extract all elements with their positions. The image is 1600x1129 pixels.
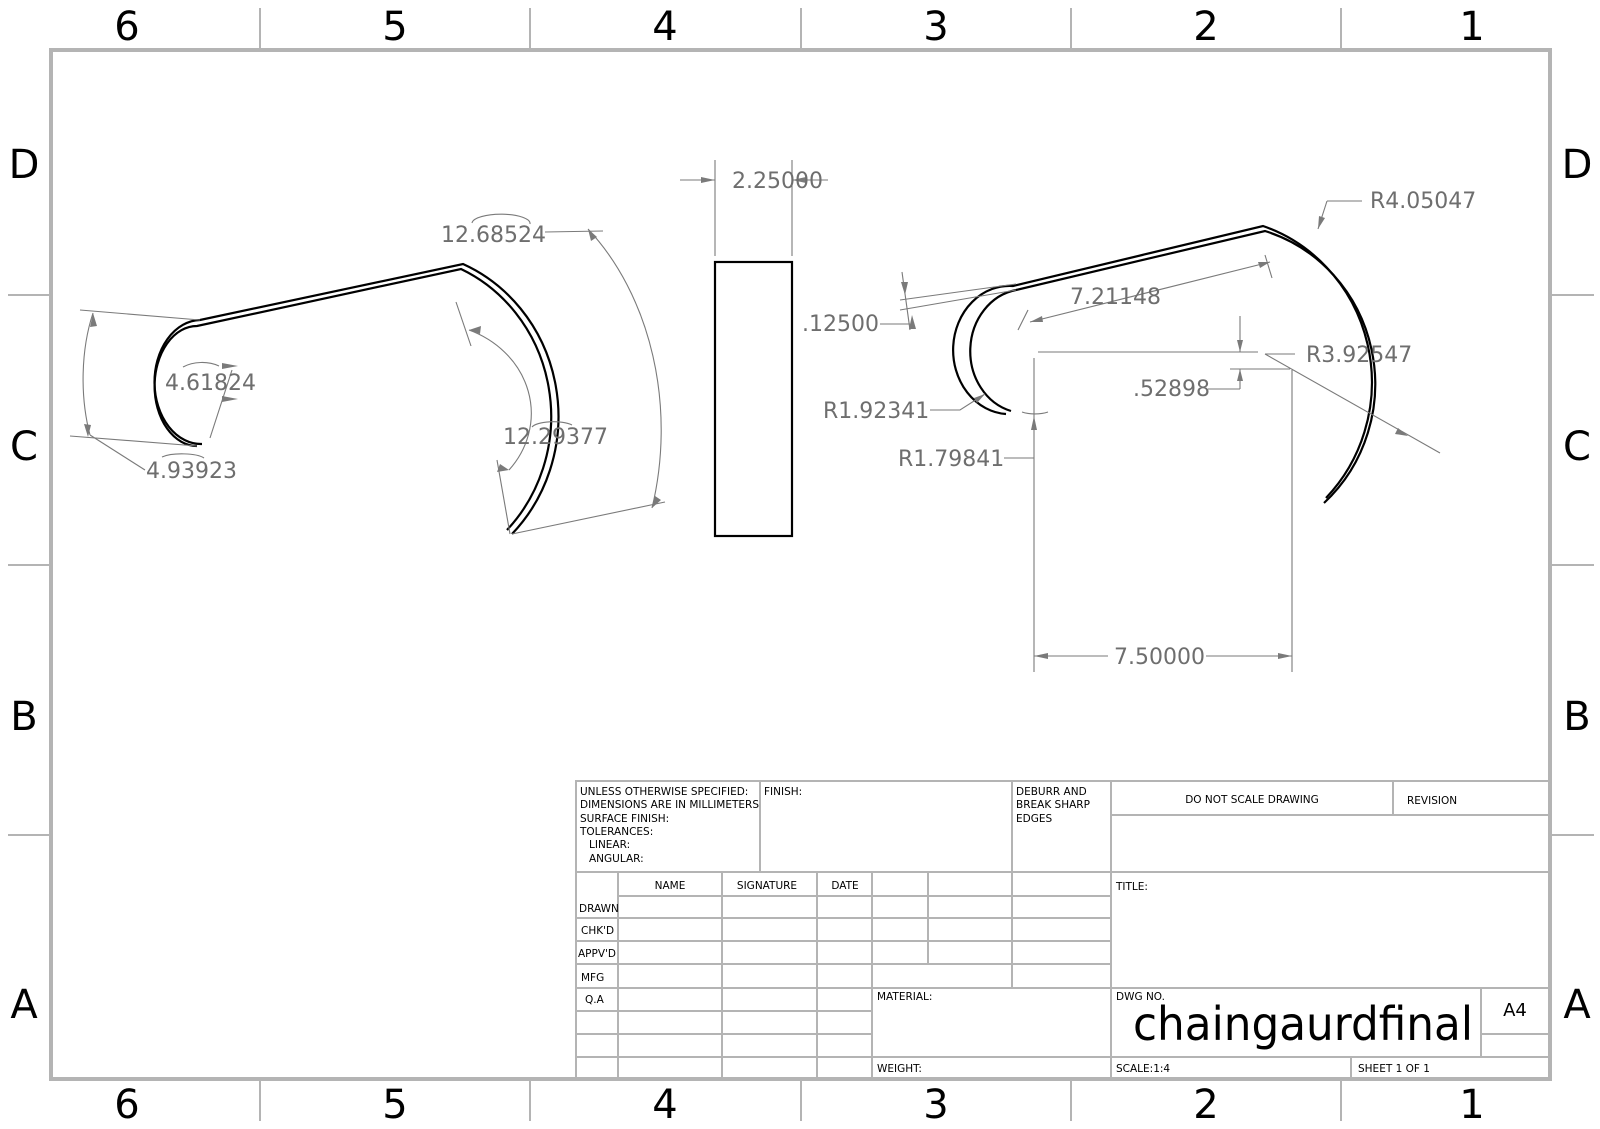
middle-view-profile bbox=[713, 260, 794, 538]
zone-col-2: 2 bbox=[1193, 4, 1218, 50]
sheet-label: SHEET 1 OF 1 bbox=[1358, 1063, 1430, 1075]
zone-row-d: D bbox=[1562, 142, 1593, 188]
finish-label: FINISH: bbox=[764, 786, 802, 798]
col-date: DATE bbox=[831, 880, 858, 892]
spec-line-1: UNLESS OTHERWISE SPECIFIED: bbox=[580, 786, 748, 798]
zone-row-d: D bbox=[9, 142, 40, 188]
right-view-profile bbox=[969, 229, 1377, 504]
dim-arc-length-inner: 12.29377 bbox=[503, 425, 608, 450]
row-mfg: MFG bbox=[581, 972, 604, 984]
drawing-border bbox=[49, 48, 1552, 1081]
zone-col-1: 1 bbox=[1459, 4, 1484, 50]
zone-row-b: B bbox=[1563, 694, 1590, 740]
dim-small-arc: 4.61824 bbox=[165, 371, 256, 396]
middle-view: 2.25000 bbox=[680, 160, 828, 538]
zone-row-c: C bbox=[10, 424, 38, 470]
zone-col-4: 4 bbox=[652, 1082, 677, 1128]
deburr-line-1: DEBURR AND bbox=[1016, 786, 1087, 798]
row-drawn: DRAWN bbox=[579, 903, 619, 915]
dim-radius-large: R3.92547 bbox=[1306, 343, 1412, 368]
weight-label: WEIGHT: bbox=[877, 1063, 922, 1075]
zone-col-3: 3 bbox=[923, 4, 948, 50]
zone-col-4: 4 bbox=[652, 4, 677, 50]
dim-offset: .52898 bbox=[1133, 377, 1210, 402]
dwg-no-label: DWG NO. bbox=[1116, 991, 1165, 1003]
right-view: R4.05047 .12500 7.21148 R3.92547 .52898 bbox=[802, 189, 1476, 672]
sheet-size: A4 bbox=[1503, 1000, 1527, 1021]
row-checked: CHK'D bbox=[581, 925, 614, 937]
zone-ticks bbox=[8, 8, 1594, 1121]
spec-line-2: DIMENSIONS ARE IN MILLIMETERS bbox=[580, 799, 759, 811]
zone-row-c: C bbox=[1563, 424, 1591, 470]
dim-straight-length: 7.21148 bbox=[1070, 285, 1161, 310]
dim-thickness: .12500 bbox=[802, 312, 879, 337]
col-signature: SIGNATURE bbox=[737, 880, 797, 892]
zone-row-b: B bbox=[10, 694, 37, 740]
do-not-scale-label: DO NOT SCALE DRAWING bbox=[1185, 794, 1319, 806]
spec-line-6: ANGULAR: bbox=[589, 853, 644, 865]
zone-row-labels-left: D C B A bbox=[9, 142, 40, 1028]
zone-col-2: 2 bbox=[1193, 1082, 1218, 1128]
row-approved: APPV'D bbox=[578, 948, 616, 960]
zone-col-3: 3 bbox=[923, 1082, 948, 1128]
dim-width: 2.25000 bbox=[732, 169, 823, 194]
left-view-profile bbox=[153, 262, 560, 535]
row-qa: Q.A bbox=[585, 994, 605, 1006]
zone-col-6: 6 bbox=[114, 4, 139, 50]
zone-column-labels-top: 6 5 4 3 2 1 bbox=[114, 4, 1484, 50]
zone-col-5: 5 bbox=[382, 1082, 407, 1128]
dim-small-arc-outer: 4.93923 bbox=[146, 459, 237, 484]
spec-line-3: SURFACE FINISH: bbox=[580, 813, 669, 825]
zone-row-a: A bbox=[1563, 982, 1591, 1028]
dwg-no-value: chaingaurdfinal bbox=[1133, 997, 1473, 1051]
dim-arc-length-top: 12.68524 bbox=[441, 223, 546, 248]
material-label: MATERIAL: bbox=[877, 991, 932, 1003]
zone-row-labels-right: D C B A bbox=[1562, 142, 1593, 1028]
title-label: TITLE: bbox=[1115, 881, 1148, 893]
dim-center-distance: 7.50000 bbox=[1114, 645, 1205, 670]
left-view: 12.68524 12.29377 4.61824 4.93923 bbox=[69, 213, 666, 535]
spec-line-5: LINEAR: bbox=[589, 839, 630, 851]
dim-radius-small-outer: R1.92341 bbox=[823, 399, 929, 424]
deburr-line-2: BREAK SHARP bbox=[1016, 799, 1090, 811]
title-block: UNLESS OTHERWISE SPECIFIED: DIMENSIONS A… bbox=[575, 780, 1551, 1080]
left-view-profile-inner bbox=[153, 267, 553, 531]
zone-col-1: 1 bbox=[1459, 1082, 1484, 1128]
dim-radius-top: R4.05047 bbox=[1370, 189, 1476, 214]
dim-radius-small-inner: R1.79841 bbox=[898, 447, 1004, 472]
zone-col-5: 5 bbox=[382, 4, 407, 50]
deburr-line-3: EDGES bbox=[1016, 813, 1052, 825]
col-name: NAME bbox=[655, 880, 686, 892]
zone-col-6: 6 bbox=[114, 1082, 139, 1128]
zone-row-a: A bbox=[10, 982, 38, 1028]
right-view-profile-inner bbox=[952, 224, 1373, 499]
spec-line-4: TOLERANCES: bbox=[579, 826, 653, 838]
revision-label: REVISION bbox=[1407, 795, 1457, 807]
zone-column-labels-bottom: 6 5 4 3 2 1 bbox=[114, 1082, 1484, 1128]
scale-label: SCALE:1:4 bbox=[1116, 1063, 1170, 1075]
